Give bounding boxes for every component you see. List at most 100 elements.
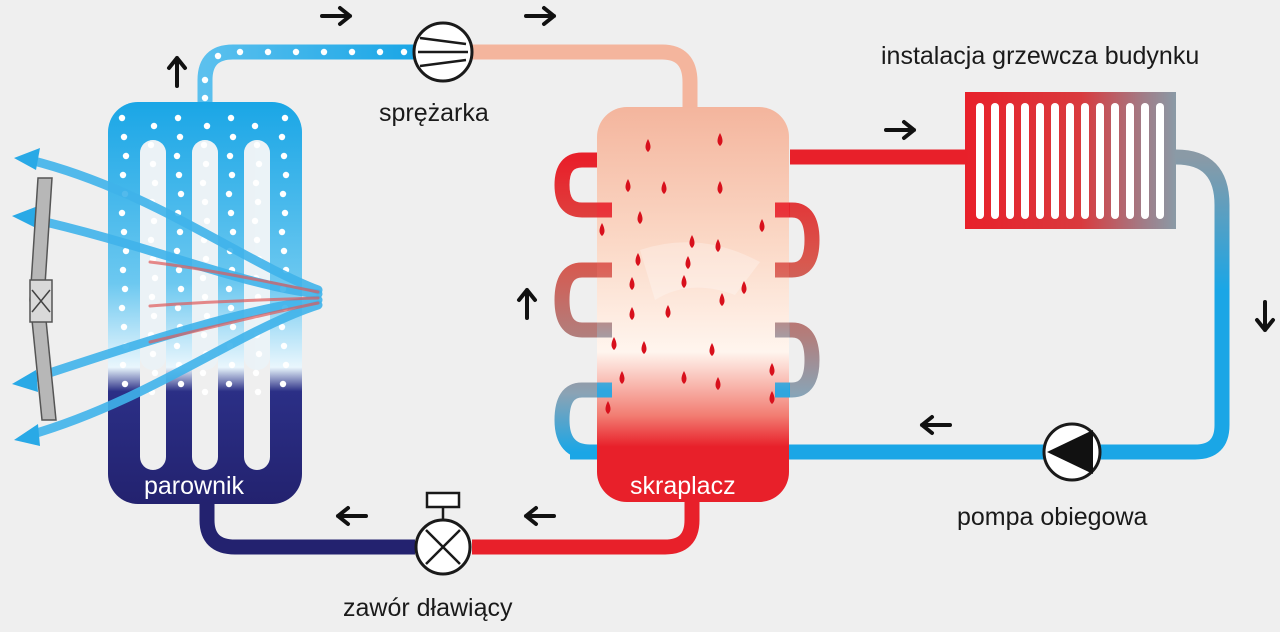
bubble <box>202 160 210 168</box>
radiator-fin <box>1156 103 1164 219</box>
bubble <box>150 122 158 130</box>
bubble <box>227 114 235 122</box>
droplet <box>611 337 617 350</box>
bubble <box>280 152 288 160</box>
refrigerant-bubbles <box>118 114 290 396</box>
bubble <box>151 274 159 282</box>
bubble <box>173 247 181 255</box>
bubble <box>176 133 184 141</box>
bubble <box>279 380 287 388</box>
pipe-bubble <box>320 48 328 56</box>
pipe-bubble <box>376 48 384 56</box>
droplet <box>769 391 775 404</box>
bubble <box>254 198 262 206</box>
bubble <box>174 304 182 312</box>
radiator-fin <box>1141 103 1149 219</box>
bubble <box>177 285 185 293</box>
bubble <box>228 361 236 369</box>
bubble <box>278 228 286 236</box>
droplet <box>741 281 747 294</box>
pipe-radiator-return <box>1100 149 1230 460</box>
pipe-bubble <box>236 48 244 56</box>
fan-icon <box>29 177 57 421</box>
droplet <box>709 343 715 356</box>
radiator-fin <box>1066 103 1074 219</box>
bubble <box>175 171 183 179</box>
bubble <box>118 304 126 312</box>
bubble <box>251 122 259 130</box>
pipe-bubble <box>400 48 408 56</box>
compressor-label: sprężarka <box>379 99 489 127</box>
pipe-compressor-to-condenser <box>464 44 698 120</box>
radiator-fin <box>1111 103 1119 219</box>
bubble <box>252 369 260 377</box>
bubble <box>201 198 209 206</box>
bubble <box>252 179 260 187</box>
droplet <box>641 341 647 354</box>
bubble <box>229 133 237 141</box>
droplet <box>715 239 721 252</box>
droplet <box>689 235 695 248</box>
radiator-fin <box>1006 103 1014 219</box>
pipe-condenser-to-valve <box>472 495 700 555</box>
bubble <box>278 323 286 331</box>
bubble <box>203 217 211 225</box>
droplet <box>717 133 723 146</box>
droplet <box>635 253 641 266</box>
bubble <box>229 228 237 236</box>
bubble <box>149 350 157 358</box>
condenser-tank <box>597 107 789 502</box>
bubble <box>151 369 159 377</box>
condensate-droplets <box>599 133 775 414</box>
pipe-bubble <box>264 48 272 56</box>
bubble <box>119 171 127 179</box>
bubble <box>201 388 209 396</box>
airflow-streams <box>23 155 323 440</box>
bubble <box>282 171 290 179</box>
bubble <box>150 312 158 320</box>
droplet <box>637 211 643 224</box>
radiator-fin <box>1051 103 1059 219</box>
bubble <box>280 342 288 350</box>
radiator-fin <box>991 103 999 219</box>
bubble <box>228 171 236 179</box>
bubble <box>122 152 130 160</box>
arrow-icon <box>167 6 1275 526</box>
bubble <box>149 255 157 263</box>
bubble <box>227 209 235 217</box>
bubble <box>201 293 209 301</box>
bubble <box>176 228 184 236</box>
bubble <box>174 114 182 122</box>
bubble <box>147 236 155 244</box>
droplet <box>719 293 725 306</box>
watermark-mark <box>640 242 760 300</box>
radiator-fin <box>1096 103 1104 219</box>
bubble <box>119 266 127 274</box>
bubble <box>147 141 155 149</box>
bubble <box>280 247 288 255</box>
bubble <box>122 247 130 255</box>
radiator-fins <box>976 103 1164 219</box>
coil-stubs <box>597 202 790 398</box>
expansion-valve-icon <box>414 491 472 576</box>
pipe-bubble <box>214 52 222 60</box>
droplet <box>769 363 775 376</box>
droplet <box>715 377 721 390</box>
droplet <box>685 256 691 269</box>
pipe-valve-to-evaporator <box>199 495 415 555</box>
bubble <box>177 190 185 198</box>
bubble <box>177 380 185 388</box>
bubble <box>175 266 183 274</box>
bubble <box>225 190 233 198</box>
bubble <box>203 312 211 320</box>
bubble <box>118 209 126 217</box>
pipe-bubble <box>348 48 356 56</box>
expansion-valve-label: zawór dławiący <box>343 594 513 622</box>
bubble <box>255 160 263 168</box>
droplet <box>661 181 667 194</box>
droplet <box>717 181 723 194</box>
bubble <box>149 160 157 168</box>
bubble <box>229 323 237 331</box>
